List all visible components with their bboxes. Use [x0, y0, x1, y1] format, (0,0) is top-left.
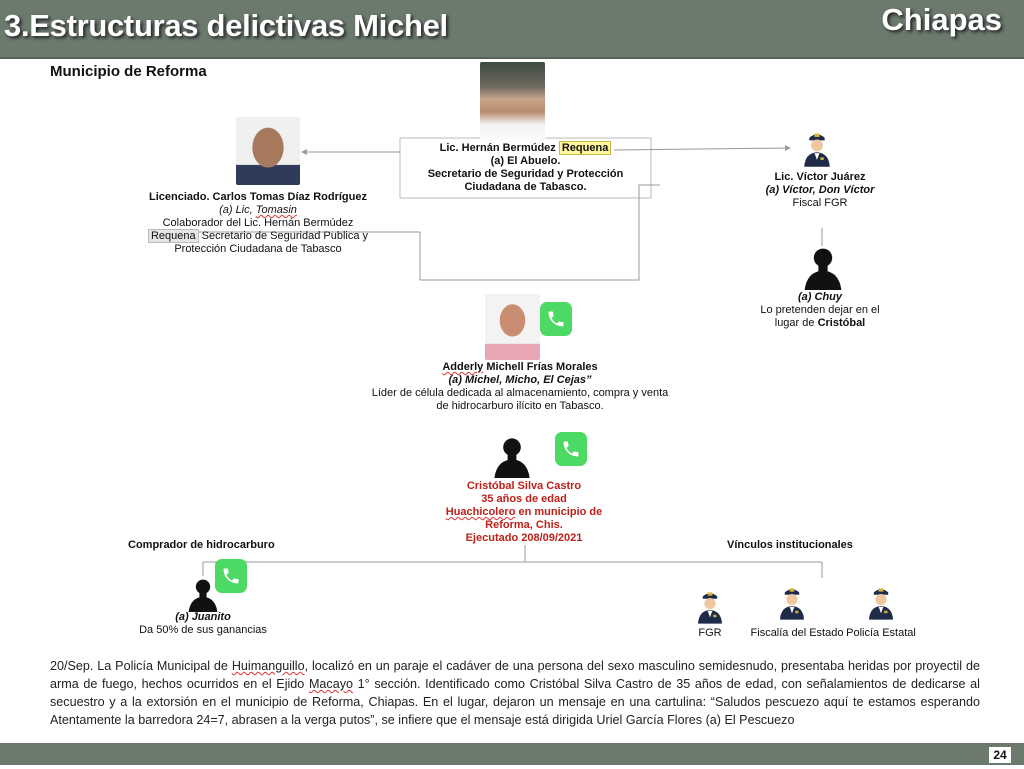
cristobal-place: Reforma, Chis. — [485, 519, 563, 531]
incident-description: 20/Sep. La Policía Municipal de Huimangu… — [50, 657, 980, 729]
juanito-desc: Da 50% de sus ganancias — [139, 624, 267, 636]
institution-fiscalia: Fiscalía del Estado — [750, 627, 844, 639]
institution-policia: Policía Estatal — [846, 627, 916, 639]
carlos-alias-word: Tomasin — [255, 204, 297, 216]
cristobal-info: Cristóbal Silva Castro 35 años de edad H… — [400, 480, 648, 545]
hernan-role-2: Ciudadana de Tabasco. — [464, 181, 587, 193]
hernan-name-highlight: Requena — [558, 141, 612, 155]
hernan-info: Lic. Hernán Bermúdez Requena (a) El Abue… — [400, 141, 651, 194]
link-to-adderly — [196, 184, 660, 281]
chuy-desc-2: lugar de — [774, 317, 818, 329]
carlos-role-2: Secretario de Seguridad Publica y — [198, 230, 369, 242]
subtitle: Municipio de Reforma — [50, 63, 207, 80]
person-silhouette-icon — [488, 434, 536, 478]
institution-fgr: FGR — [698, 627, 722, 639]
officer-icon — [776, 583, 808, 621]
para-word: Huimanguillo — [231, 659, 305, 673]
para-text: , localizó en un paraje el cadáver de un… — [50, 659, 980, 691]
cristobal-age: 35 años de edad — [481, 493, 567, 505]
juanito-info: (a) Juanito Da 50% de sus ganancias — [103, 611, 303, 637]
adderly-name-first: Adderly — [442, 361, 484, 373]
adderly-info: Adderly Michell Frías Morales (a) Michel… — [340, 361, 700, 413]
header-bar — [0, 0, 1024, 59]
cristobal-status: Ejecutado 208/09/2021 — [465, 532, 583, 544]
para-text: 20/Sep. La Policía Municipal de — [50, 659, 232, 673]
victor-name: Lic. Víctor Juárez — [774, 171, 866, 183]
adderly-desc: Líder de célula dedicada al almacenamien… — [371, 387, 669, 399]
chuy-desc: Lo pretenden dejar en el — [760, 304, 880, 316]
officer-icon — [694, 587, 726, 625]
victor-info: Lic. Víctor Juárez (a) Víctor, Don Vícto… — [740, 171, 900, 210]
person-silhouette-icon — [798, 244, 848, 290]
page-number: 24 — [989, 747, 1011, 763]
carlos-name: Licenciado. Carlos Tomas Díaz Rodríguez — [148, 191, 367, 203]
carlos-requena-tag: Requena — [147, 229, 199, 243]
chuy-alias: (a) Chuy — [798, 291, 842, 303]
carlos-photo — [236, 117, 300, 185]
carlos-role-3: Protección Ciudadana de Tabasco — [174, 243, 342, 255]
para-word: Macayo — [308, 677, 354, 691]
slide-title: 3.Estructuras delictivas Michel — [4, 8, 448, 43]
cristobal-name: Cristóbal Silva Castro — [466, 480, 582, 492]
officer-icon — [865, 583, 897, 621]
hernan-alias: (a) El Abuelo. — [490, 155, 561, 167]
buyer-heading: Comprador de hidrocarburo — [128, 539, 275, 551]
hernan-photo — [480, 62, 545, 145]
carlos-role: Colaborador del Lic. Hernán Bermúdez — [162, 217, 354, 229]
juanito-alias: (a) Juanito — [175, 611, 231, 623]
adderly-photo — [485, 294, 540, 360]
victor-role: Fiscal FGR — [792, 197, 848, 209]
arrow-to-victor — [613, 145, 791, 152]
footer-bar — [0, 743, 1024, 765]
phone-icon — [540, 302, 572, 336]
adderly-alias: (a) Michel, Micho, El Cejas” — [448, 374, 592, 386]
victor-alias: (a) Víctor, Don Víctor — [765, 184, 875, 196]
carlos-info: Licenciado. Carlos Tomas Díaz Rodríguez … — [130, 191, 386, 256]
cristobal-role-word: Huachicolero — [445, 506, 516, 518]
phone-icon — [215, 559, 247, 593]
hernan-role: Secretario de Seguridad y Protección — [427, 168, 624, 180]
officer-icon — [800, 128, 834, 168]
chuy-desc-bold: Cristóbal — [817, 317, 866, 329]
hernan-name: Lic. Hernán Bermúdez — [439, 142, 556, 154]
adderly-name: Michell Frías Morales — [483, 361, 598, 373]
phone-icon — [555, 432, 587, 466]
chuy-info: (a) Chuy Lo pretenden dejar en el lugar … — [740, 291, 900, 330]
cristobal-role: en municipio de — [515, 506, 603, 518]
adderly-desc-2: de hidrocarburo ilícito en Tabasco. — [436, 400, 604, 412]
carlos-alias: (a) Lic, — [219, 204, 256, 216]
para-text: 1° sección. Identificado como Cristóbal … — [50, 677, 980, 727]
institutional-links-heading: Vínculos institucionales — [727, 539, 853, 551]
region-label: Chiapas — [881, 2, 1002, 37]
